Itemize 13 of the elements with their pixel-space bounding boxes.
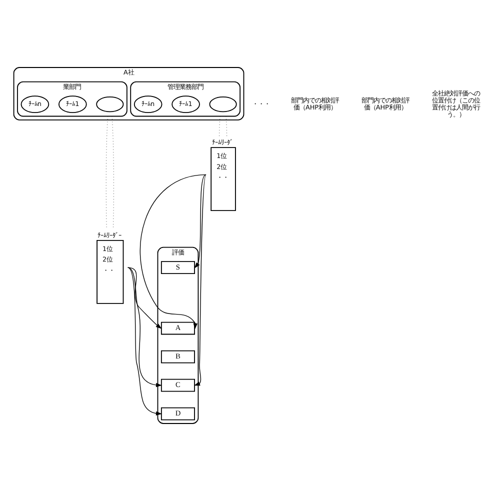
- arrow: [128, 267, 162, 329]
- node-box: B: [160, 350, 195, 364]
- node-box: D: [160, 407, 195, 420]
- arrow: [128, 267, 162, 416]
- arrow: [140, 174, 206, 330]
- node-ellipse: [96, 96, 124, 112]
- node-box: A: [160, 322, 195, 335]
- node-box: S: [160, 261, 195, 274]
- arrow: [194, 174, 206, 386]
- node-ellipse: [209, 96, 237, 112]
- arrow: [194, 174, 206, 268]
- node-box: C: [160, 378, 195, 392]
- arrow: [128, 267, 162, 388]
